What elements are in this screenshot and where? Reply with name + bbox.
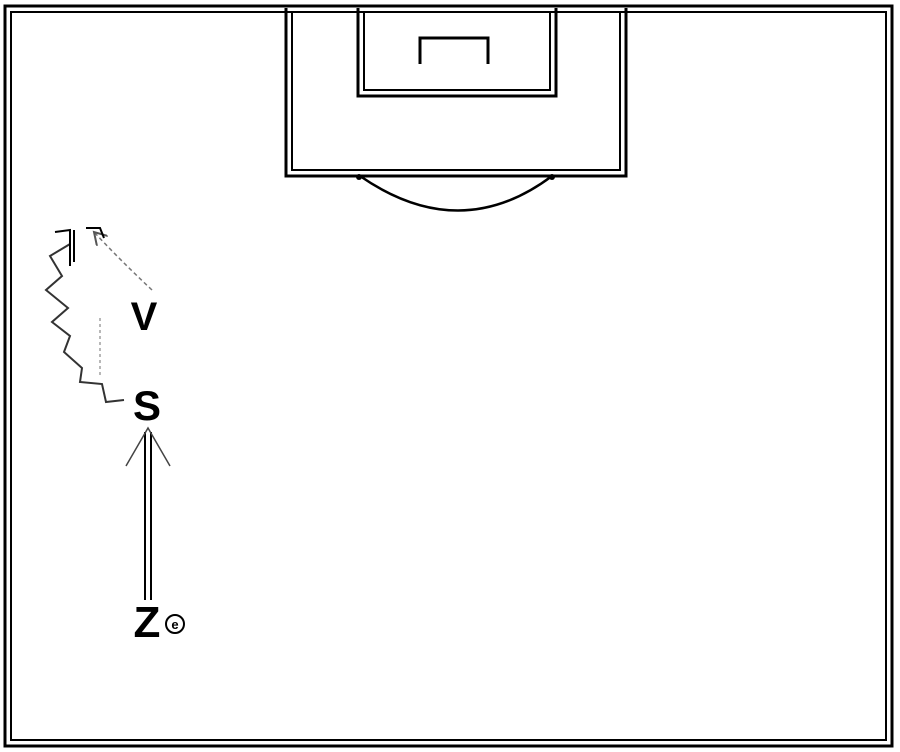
player-s-label: S — [133, 382, 161, 429]
player-v-label: V — [131, 295, 158, 339]
field-boundary — [3, 4, 894, 748]
dribble-path-s — [44, 232, 125, 404]
goal-area — [356, 8, 558, 98]
pass-arrow-z-to-s — [125, 426, 171, 600]
ball-icon: e — [165, 614, 185, 634]
player-z-label: Z — [134, 598, 161, 647]
penalty-arc — [359, 174, 553, 212]
run-end-marker — [86, 227, 105, 239]
penalty-arc-end-right — [549, 174, 555, 180]
ball-label: e — [171, 617, 178, 632]
dribble-end-marker — [54, 228, 75, 266]
penalty-arc-end-left — [356, 174, 362, 180]
run-path-v — [94, 232, 153, 291]
penalty-area — [284, 8, 628, 178]
goal — [418, 36, 490, 64]
